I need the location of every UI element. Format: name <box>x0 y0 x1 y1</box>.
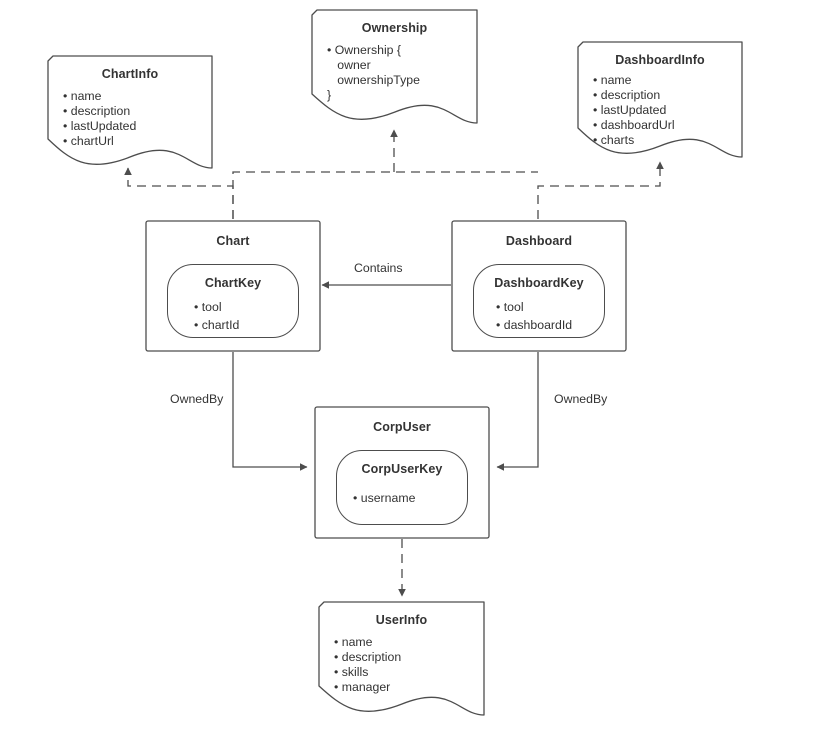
field-item: charts <box>593 133 743 148</box>
chartinfo-title: ChartInfo <box>101 67 159 81</box>
dashboardinfo-fields: name description lastUpdated dashboardUr… <box>593 73 743 148</box>
ownership-shape <box>311 9 478 124</box>
corpuser-key-box[interactable]: CorpUserKey username <box>336 450 468 525</box>
edge-ownedby-chart <box>232 352 308 471</box>
field-item: name <box>593 73 743 88</box>
dashboardinfo-title: DashboardInfo <box>615 53 705 67</box>
edge-chart-ownership <box>232 129 538 219</box>
chartkey-fields: tool chartId <box>194 299 298 334</box>
edge-label-contains: Contains <box>354 261 403 275</box>
dashboard-key-box[interactable]: DashboardKey tool dashboardId <box>473 264 605 338</box>
field-item: name <box>63 89 213 104</box>
field-item: chartId <box>194 317 298 335</box>
dashboard-title: Dashboard <box>505 234 573 248</box>
node-dashboardinfo[interactable]: DashboardInfo name description lastUpdat… <box>577 41 743 169</box>
edge-ownedby-dashboard <box>496 352 539 471</box>
chartkey-title: ChartKey <box>204 276 262 290</box>
field-item: description <box>63 104 213 119</box>
ownership-fields: Ownership { owner ownershipType } <box>327 43 478 103</box>
userinfo-fields: name description skills manager <box>334 635 485 695</box>
corpuserkey-fields: username <box>353 490 467 508</box>
edge-label-ownedby-dashboard: OwnedBy <box>554 392 608 406</box>
field-item: description <box>334 650 485 665</box>
field-item: tool <box>194 299 298 317</box>
node-userinfo[interactable]: UserInfo name description skills manager <box>318 601 485 728</box>
field-item: owner <box>327 57 371 72</box>
chart-title: Chart <box>216 234 250 248</box>
field-item: dashboardUrl <box>593 118 743 133</box>
field-item: lastUpdated <box>593 103 743 118</box>
field-item: skills <box>334 665 485 680</box>
chart-key-box[interactable]: ChartKey tool chartId <box>167 264 299 338</box>
field-item: username <box>353 490 467 508</box>
dashboardkey-title: DashboardKey <box>494 276 584 290</box>
edge-label-ownedby-chart: OwnedBy <box>170 392 224 406</box>
node-ownership[interactable]: Ownership Ownership { owner ownershipTyp… <box>311 9 478 136</box>
corpuserkey-title: CorpUserKey <box>361 462 443 476</box>
field-item: description <box>593 88 743 103</box>
field-item: Ownership { <box>327 43 478 58</box>
ownership-title: Ownership <box>361 21 428 35</box>
node-corpuser[interactable]: CorpUser CorpUserKey username <box>314 406 490 539</box>
node-chart[interactable]: Chart ChartKey tool chartId <box>145 220 321 352</box>
userinfo-title: UserInfo <box>375 613 428 627</box>
chartinfo-fields: name description lastUpdated chartUrl <box>63 89 213 149</box>
field-item: tool <box>496 299 604 317</box>
corpuser-title: CorpUser <box>373 420 431 434</box>
dashboardkey-fields: tool dashboardId <box>496 299 604 334</box>
field-item: ownershipType <box>327 72 420 87</box>
field-item: chartUrl <box>63 134 213 149</box>
node-chartinfo[interactable]: ChartInfo name description lastUpdated c… <box>47 55 213 180</box>
edge-dashboard-dashboardinfo <box>537 161 664 219</box>
field-item: lastUpdated <box>63 119 213 134</box>
field-item: manager <box>334 680 485 695</box>
field-item: } <box>327 87 332 102</box>
field-item: dashboardId <box>496 317 604 335</box>
field-item: name <box>334 635 485 650</box>
node-dashboard[interactable]: Dashboard DashboardKey tool dashboardId <box>451 220 627 352</box>
